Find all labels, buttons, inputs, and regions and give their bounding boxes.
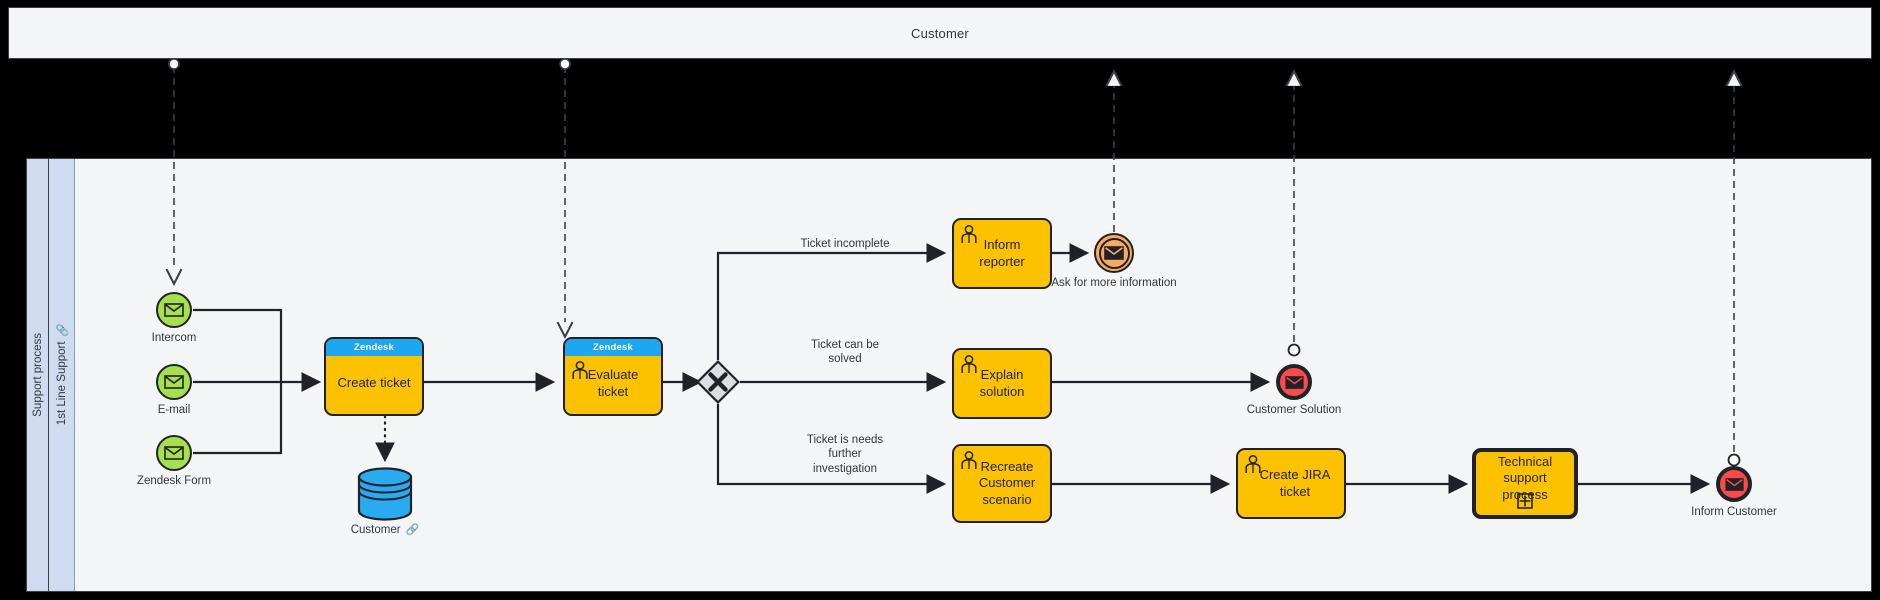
task-evaluate-ticket-label: Evaluate ticket [587,367,639,399]
task-explain-solution[interactable]: Explain solution [952,348,1052,419]
flow-label-ticket-incomplete: Ticket incomplete [800,238,890,250]
user-task-icon [961,451,977,469]
task-recreate-customer-scenario-label: Recreate Customer scenario [978,459,1036,507]
envelope-glyph [164,375,184,389]
task-inform-reporter[interactable]: Inform reporter [952,218,1052,289]
link-icon: 🔗 [54,325,69,338]
end-event-inform-customer-label: Inform Customer [1691,506,1777,518]
start-event-zendesk-form-label: Zendesk Form [136,475,212,487]
start-event-email[interactable]: E-mail [156,364,192,416]
end-event-inform-customer[interactable]: Inform Customer [1691,466,1777,518]
flow-label-ticket-can-be-solved: Ticket can be solved [811,339,879,366]
user-task-icon [961,355,977,373]
user-task-icon [572,361,588,379]
task-explain-solution-label: Explain solution [979,367,1025,399]
pool-support-process-header[interactable]: Support process [27,159,49,591]
user-task-icon [961,225,977,243]
start-event-email-label: E-mail [157,404,191,416]
task-evaluate-ticket-band: Zendesk [565,339,661,356]
task-inform-reporter-label: Inform reporter [979,237,1025,269]
lane-first-line-support[interactable]: 1st Line Support 🔗 [49,159,75,591]
task-create-ticket[interactable]: Zendesk Create ticket [324,337,424,416]
flow-label-ticket-needs-investigation: Ticket is needs further investigation [806,434,884,475]
call-activity-technical-support-process[interactable]: Technical support process [1472,448,1578,519]
pool-support-process-label: Support process [31,333,44,417]
pool-customer[interactable]: Customer [8,7,1872,59]
envelope-glyph [1724,477,1744,491]
pool-support-process[interactable]: Support process 1st Line Support 🔗 [26,158,1872,592]
start-event-intercom-label: Intercom [151,332,197,344]
message-envelope-icon [156,292,192,328]
exclusive-gateway-icon [696,360,740,404]
task-recreate-customer-scenario[interactable]: Recreate Customer scenario [952,444,1052,523]
message-envelope-icon [1098,237,1130,269]
datastore-customer[interactable]: Customer 🔗 [351,466,419,536]
link-icon: 🔗 [405,523,420,536]
user-task-icon [1245,455,1261,473]
message-envelope-icon [156,435,192,471]
task-create-ticket-label: Create ticket [337,375,411,391]
task-create-ticket-band: Zendesk [326,339,422,356]
task-create-jira-ticket-label: Create JIRA ticket [1259,467,1331,499]
envelope-glyph [1104,246,1124,260]
envelope-glyph [164,446,184,460]
datastore-cylinder-icon [357,467,413,521]
envelope-glyph [164,303,184,317]
pool-customer-label: Customer [911,25,969,41]
start-event-zendesk-form[interactable]: Zendesk Form [137,435,211,487]
message-envelope-icon [156,364,192,400]
intermediate-event-ask-for-more-information-label: Ask for more information [1051,277,1177,289]
message-envelope-icon [1276,364,1312,400]
intermediate-throw-event [1094,233,1134,273]
task-evaluate-ticket[interactable]: Zendesk Evaluate ticket [563,337,663,416]
gateway-exclusive[interactable] [696,360,740,404]
start-event-intercom[interactable]: Intercom [152,292,196,344]
end-event-customer-solution-label: Customer Solution [1246,404,1342,416]
intermediate-event-ask-for-more-information[interactable]: Ask for more information [1051,233,1177,289]
end-event-customer-solution[interactable]: Customer Solution [1247,364,1341,416]
subprocess-plus-icon [1517,493,1533,509]
message-envelope-icon [1716,466,1752,502]
datastore-customer-label: Customer [350,524,401,536]
task-create-jira-ticket[interactable]: Create JIRA ticket [1236,448,1346,519]
lane-first-line-support-label: 1st Line Support [55,341,68,426]
envelope-glyph [1284,375,1304,389]
datastore-customer-caption: Customer 🔗 [351,524,420,536]
